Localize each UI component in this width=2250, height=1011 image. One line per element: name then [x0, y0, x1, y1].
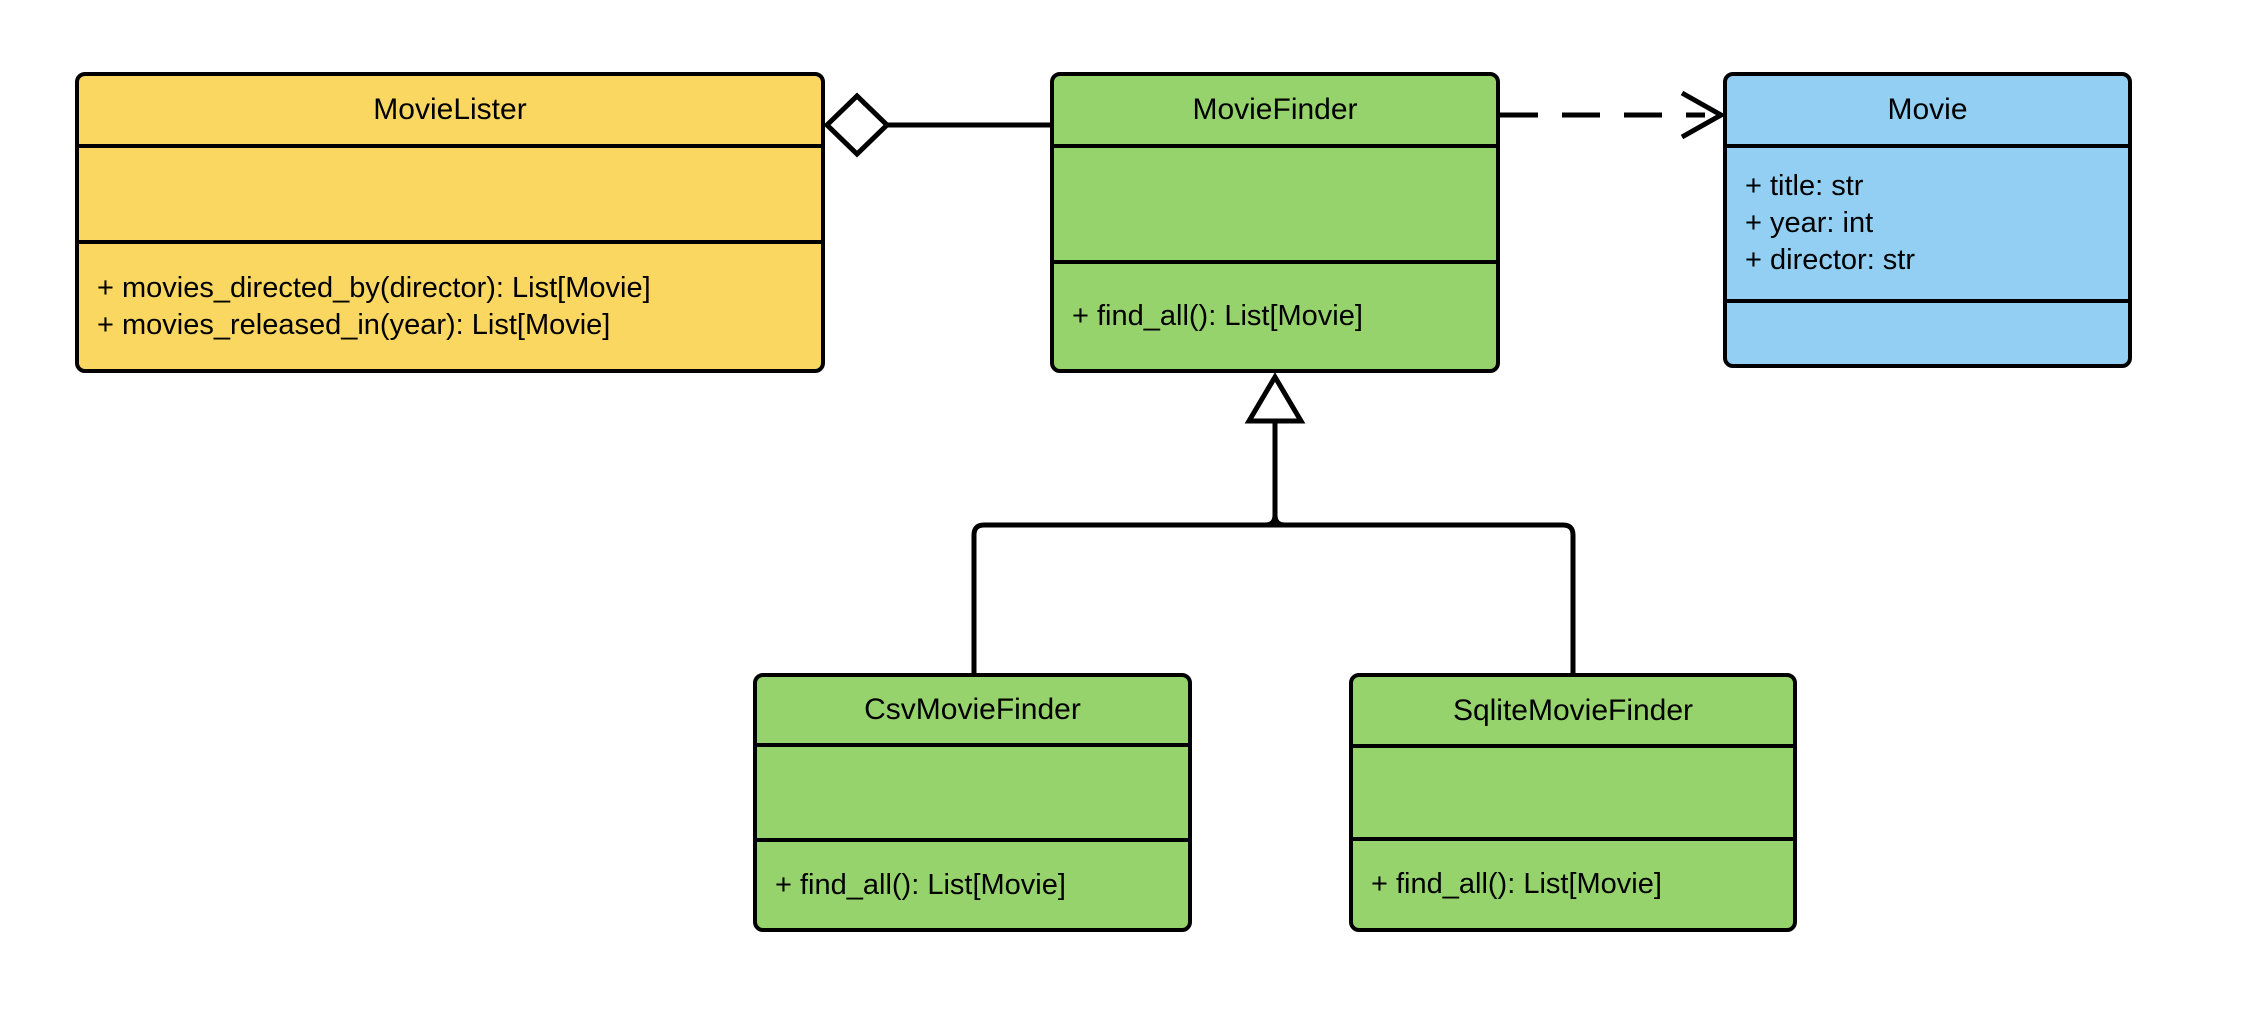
class-attributes-empty — [79, 144, 821, 240]
method-label: + find_all(): List[Movie] — [1371, 868, 1662, 900]
attribute-label: + director: str — [1745, 244, 1916, 276]
class-attributes-empty — [757, 743, 1188, 838]
class-box-sqlitemoviefinder[interactable]: SqliteMovieFinder + find_all(): List[Mov… — [1349, 673, 1797, 932]
class-box-csvmoviefinder[interactable]: CsvMovieFinder + find_all(): List[Movie] — [753, 673, 1192, 932]
attribute-label: + year: int — [1745, 207, 1874, 239]
class-title: Movie — [1887, 93, 1968, 126]
class-title: SqliteMovieFinder — [1452, 693, 1694, 727]
method-label: + find_all(): List[Movie] — [775, 868, 1066, 901]
class-attributes: + title: str + year: int + director: str — [1727, 144, 2128, 299]
inheritance-connector[interactable] — [971, 372, 1576, 675]
class-title: MovieLister — [373, 93, 527, 126]
class-title: MovieFinder — [1192, 93, 1358, 126]
class-box-moviefinder[interactable]: MovieFinder + find_all(): List[Movie] — [1050, 72, 1500, 373]
class-methods: + find_all(): List[Movie] — [1054, 260, 1496, 369]
class-box-movie[interactable]: Movie + title: str + year: int + directo… — [1723, 72, 2132, 368]
aggregation-diamond-icon — [823, 92, 891, 158]
dependency-connector[interactable] — [1500, 90, 1727, 140]
attribute-label: + title: str — [1745, 170, 1864, 202]
class-methods: + find_all(): List[Movie] — [757, 838, 1188, 928]
class-methods: + movies_directed_by(director): List[Mov… — [79, 240, 821, 369]
method-label: + movies_released_in(year): List[Movie] — [97, 308, 611, 341]
class-methods-empty — [1727, 299, 2128, 364]
class-title: CsvMovieFinder — [864, 693, 1081, 726]
class-attributes-empty — [1054, 144, 1496, 260]
inheritance-branch-line — [971, 522, 1576, 675]
method-label: + find_all(): List[Movie] — [1072, 300, 1363, 332]
class-methods: + find_all(): List[Movie] — [1353, 837, 1793, 928]
method-label: + movies_directed_by(director): List[Mov… — [97, 271, 651, 304]
class-box-movielister[interactable]: MovieLister + movies_directed_by(directo… — [75, 72, 825, 373]
dependency-arrowhead-icon — [1680, 90, 1727, 140]
aggregation-connector[interactable] — [823, 92, 1052, 158]
inheritance-stem-line — [1264, 421, 1286, 528]
class-attributes-empty — [1353, 744, 1793, 837]
inheritance-triangle-icon — [1244, 372, 1306, 424]
